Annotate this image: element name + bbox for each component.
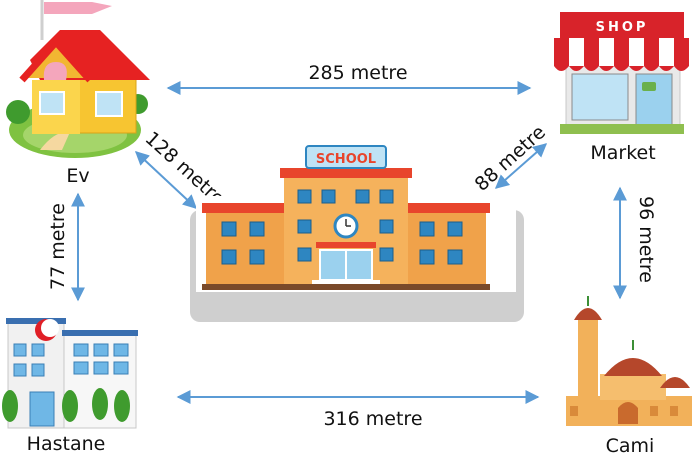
school-sign: SCHOOL bbox=[316, 152, 376, 167]
distance-market-mosque: 96 metre bbox=[635, 196, 657, 283]
label-home: Ev bbox=[66, 165, 89, 187]
hospital-icon bbox=[2, 318, 138, 429]
distance-school-market: 88 metre bbox=[471, 121, 550, 196]
arrow-home-school bbox=[134, 151, 198, 209]
arrow-school-market bbox=[494, 143, 548, 189]
distance-home-market: 285 metre bbox=[308, 62, 407, 84]
shop-icon: SHOP bbox=[554, 12, 689, 134]
distance-hospital-mosque: 316 metre bbox=[323, 408, 422, 430]
mosque-icon bbox=[566, 296, 692, 426]
distance-home-hospital: 77 metre bbox=[47, 203, 69, 290]
label-hospital: Hastane bbox=[27, 433, 106, 455]
label-market: Market bbox=[590, 142, 655, 164]
shop-sign: SHOP bbox=[596, 20, 649, 35]
arrows bbox=[71, 81, 627, 404]
home-icon bbox=[6, 0, 150, 158]
label-mosque: Cami bbox=[606, 435, 655, 457]
school-icon: SCHOOL bbox=[190, 145, 524, 322]
